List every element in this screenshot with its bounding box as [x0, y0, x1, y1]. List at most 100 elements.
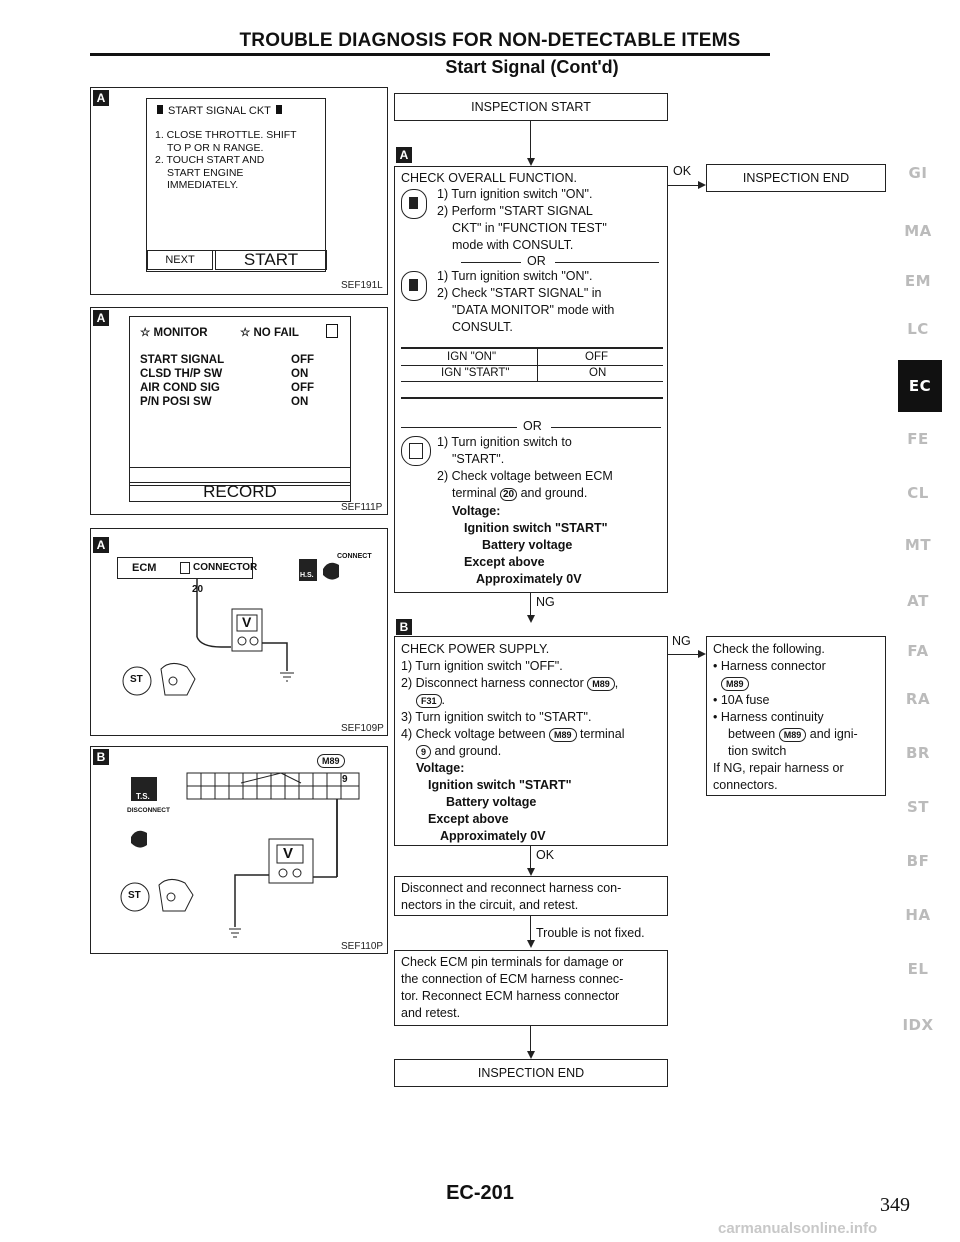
page-number: 349 — [880, 1194, 910, 1216]
flow-arrow — [527, 940, 535, 948]
tab-bf[interactable]: BF — [906, 852, 930, 870]
or-label: OR — [523, 419, 542, 433]
consult-icon — [401, 189, 427, 219]
panel-ecm-voltage: A ECM CONNECTOR 20 CONNECT H.S. V ST SEF… — [90, 528, 388, 736]
meter-letter: V — [242, 614, 252, 630]
flow-arrow — [527, 615, 535, 623]
connector-code: M89 — [721, 677, 749, 691]
connector-code: M89 — [317, 751, 345, 769]
tab-lc[interactable]: LC — [907, 320, 929, 338]
ecm-connector-label: ECM CONNECTOR — [117, 557, 257, 579]
step-line: 1. CLOSE THROTTLE. SHIFT — [155, 129, 297, 141]
start-button[interactable]: START — [215, 250, 327, 270]
inspection-end-box: INSPECTION END — [706, 164, 886, 192]
trouble-label: Trouble is not fixed. — [536, 926, 645, 940]
panel-letter: B — [93, 749, 109, 765]
flow-connector — [530, 593, 531, 617]
connector-icon — [180, 562, 190, 574]
tab-ec[interactable]: EC — [898, 360, 942, 412]
ts-icon — [131, 777, 157, 801]
panel-m89-voltage: B M89 — [90, 746, 388, 954]
tab-cl[interactable]: CL — [907, 484, 929, 502]
tab-ra[interactable]: RA — [905, 690, 931, 708]
tab-mt[interactable]: MT — [904, 536, 932, 554]
record-button[interactable]: RECORD — [129, 482, 351, 502]
tab-idx[interactable]: IDX — [902, 1016, 934, 1034]
step-line: 2. TOUCH START AND — [155, 154, 265, 166]
watermark: carmanualsonline.info — [718, 1220, 878, 1237]
ng-label: NG — [536, 595, 555, 609]
screen-steps: 1. CLOSE THROTTLE. SHIFT TO P OR N RANGE… — [155, 129, 320, 192]
tab-em[interactable]: EM — [904, 272, 932, 290]
step-letter: A — [396, 147, 412, 163]
ok-label: OK — [673, 164, 692, 178]
consult-steps: 1) Turn ignition switch "ON". 2) Perform… — [437, 187, 607, 252]
pin-number: 9 — [342, 774, 348, 785]
disconnect-label: DISCONNECT — [127, 807, 170, 814]
figure-ref: SEF109P — [341, 723, 384, 734]
ground-wire — [262, 642, 288, 671]
ground-wire — [234, 874, 269, 927]
or-divider — [461, 262, 521, 263]
consult-icon — [401, 271, 427, 301]
flow-connector — [530, 846, 531, 870]
ignition-key-icon — [120, 879, 194, 912]
disconnect-plug-icon — [131, 830, 147, 848]
section-tabs: GI MA EM LC EC FE CL MT AT FA RA BR ST B… — [898, 154, 948, 1054]
inspection-start-box: INSPECTION START — [394, 93, 668, 121]
tab-ma[interactable]: MA — [904, 222, 932, 240]
tab-fa[interactable]: FA — [907, 642, 929, 660]
tab-st[interactable]: ST — [906, 798, 930, 816]
voltmeter-diagram — [122, 559, 339, 696]
terminal-number: 20 — [499, 488, 518, 501]
flow-connector — [530, 1026, 531, 1054]
screen-banner: START SIGNAL CKT — [157, 105, 315, 117]
hs-label: H.S. — [300, 572, 314, 579]
ts-label: T.S. — [136, 792, 150, 801]
disconnect-box: Disconnect and reconnect harness con- ne… — [394, 876, 668, 916]
terminal-number: 9 — [416, 745, 432, 759]
panel-letter: A — [93, 537, 109, 553]
st-label: ST — [128, 890, 141, 901]
tab-gi[interactable]: GI — [908, 164, 928, 182]
panel-letter: A — [93, 310, 109, 326]
tester-steps: 1) Turn ignition switch to "START". 2) C… — [437, 435, 613, 586]
step-line: TO P OR N RANGE. — [167, 141, 264, 154]
tab-fe[interactable]: FE — [907, 430, 929, 448]
or-divider — [401, 427, 517, 428]
figure-ref: SEF110P — [341, 941, 384, 952]
flow-connector — [668, 654, 700, 655]
tab-ha[interactable]: HA — [905, 906, 931, 924]
panel-function-test: A START SIGNAL CKT 1. CLOSE THROTTLE. SH… — [90, 87, 388, 295]
monitor-value-table: IGN "ON" OFF IGN "START" ON — [401, 347, 663, 399]
page-code: EC-201 — [446, 1182, 514, 1204]
consult-hs-icon — [299, 559, 339, 581]
harness-diagram — [120, 772, 360, 938]
page-title: TROUBLE DIAGNOSIS FOR NON-DETECTABLE ITE… — [239, 30, 741, 51]
monitor-steps: 1) Turn ignition switch "ON". 2) Check "… — [437, 269, 615, 334]
step-line: START ENGINE — [167, 166, 244, 179]
step-title: CHECK OVERALL FUNCTION. — [401, 171, 577, 185]
pin-number: 20 — [192, 584, 204, 595]
tab-at[interactable]: AT — [907, 592, 929, 610]
connector-code: M89 — [549, 728, 577, 742]
step-letter: B — [396, 619, 412, 635]
check-power-box: CHECK POWER SUPPLY. 1) Turn ignition swi… — [394, 636, 668, 846]
figure-ref: SEF111P — [341, 502, 383, 513]
or-divider — [551, 427, 661, 428]
flow-arrow — [527, 1051, 535, 1059]
next-button[interactable]: NEXT — [147, 250, 213, 270]
connector-code: M89 — [778, 728, 807, 742]
consult-screen: START SIGNAL CKT 1. CLOSE THROTTLE. SHIF… — [146, 98, 326, 272]
tab-br[interactable]: BR — [906, 744, 930, 762]
tab-el[interactable]: EL — [907, 960, 929, 978]
flow-connector — [530, 916, 531, 942]
page-subtitle: Start Signal (Cont'd) — [445, 57, 619, 77]
ng-label: NG — [672, 634, 691, 648]
flow-connector — [530, 121, 531, 161]
ignition-key-icon — [122, 663, 196, 696]
